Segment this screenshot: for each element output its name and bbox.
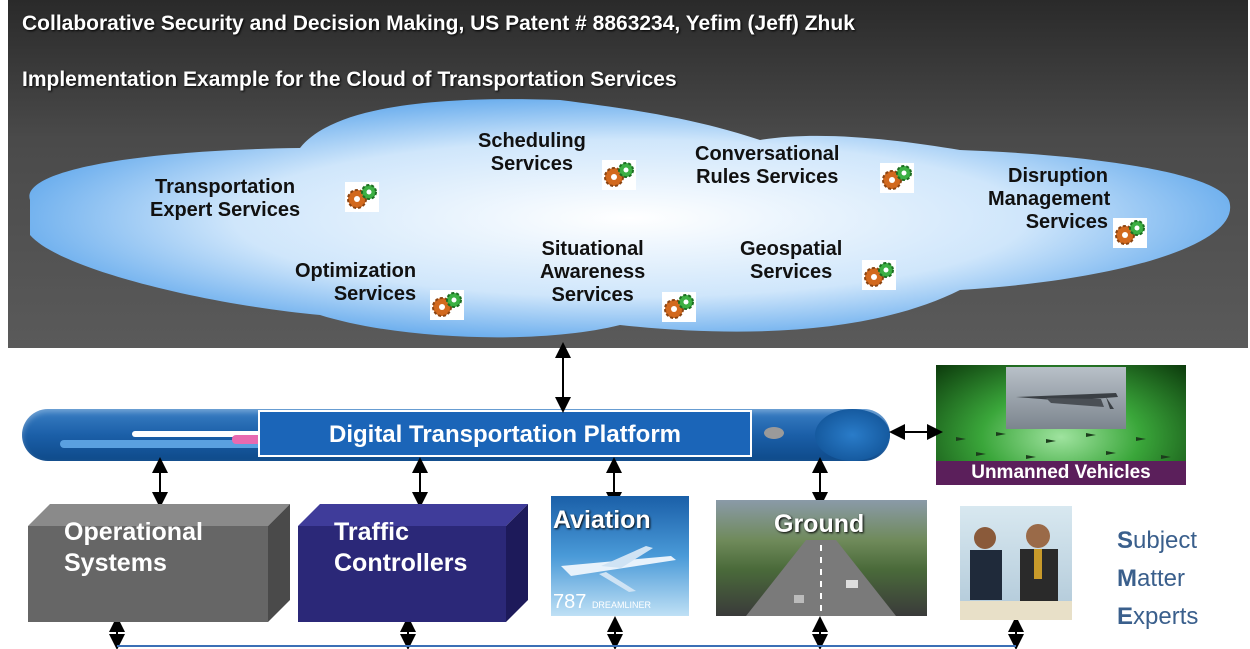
service-geospatial: Geospatial Services	[740, 238, 843, 283]
unmanned-vehicles-label: Unmanned Vehicles	[936, 461, 1186, 485]
service-situational-awareness: Situational Awareness Services	[540, 238, 646, 306]
service-conversational-rules: Conversational Rules Services	[695, 143, 840, 188]
platform-label: Digital Transportation Platform	[258, 410, 752, 457]
drone-photo	[1006, 367, 1126, 429]
operational-systems-box	[28, 504, 290, 622]
service-scheduling: Scheduling Services	[478, 130, 586, 175]
drone-icon	[1016, 393, 1118, 409]
gears-icon	[862, 260, 896, 290]
bus-stripe	[60, 440, 275, 448]
ground-photo: Ground	[716, 500, 927, 616]
bus-end-cap	[815, 409, 890, 461]
traffic-controllers-box	[298, 504, 528, 622]
gears-icon	[345, 182, 379, 212]
operational-systems-label: Operational Systems	[64, 518, 203, 577]
page-subtitle: Implementation Example for the Cloud of …	[22, 68, 677, 91]
gears-icon	[602, 160, 636, 190]
drone-swarm-icon	[956, 432, 1171, 459]
page-title: Collaborative Security and Decision Maki…	[22, 12, 855, 35]
unmanned-vehicles-image: Unmanned Vehicles	[936, 365, 1186, 485]
service-transportation-expert: Transportation Expert Services	[150, 176, 301, 221]
service-disruption-management: Disruption Management Services	[988, 165, 1111, 233]
experts-photo	[960, 506, 1072, 620]
gears-icon	[662, 292, 696, 322]
gears-icon	[1113, 218, 1147, 248]
dreamliner-mark: 787 DREAMLINER	[553, 591, 651, 613]
ground-label: Ground	[774, 510, 865, 538]
bus-dot	[764, 427, 784, 439]
bus-highlight	[132, 431, 282, 437]
service-optimization: Optimization Services	[295, 260, 417, 305]
people-icon	[960, 524, 1072, 620]
bus-marker	[232, 435, 282, 444]
traffic-controllers-label: Traffic Controllers	[334, 518, 468, 577]
road-icon	[746, 540, 896, 616]
gears-icon	[880, 163, 914, 193]
aviation-photo: Aviation 787 DREAMLINER	[551, 496, 689, 616]
subject-matter-experts-label: Subject Matter Experts	[1117, 527, 1199, 630]
airplane-icon	[561, 546, 676, 592]
cloud-shape	[29, 99, 1231, 338]
gears-icon	[430, 290, 464, 320]
aviation-label: Aviation	[553, 506, 651, 534]
